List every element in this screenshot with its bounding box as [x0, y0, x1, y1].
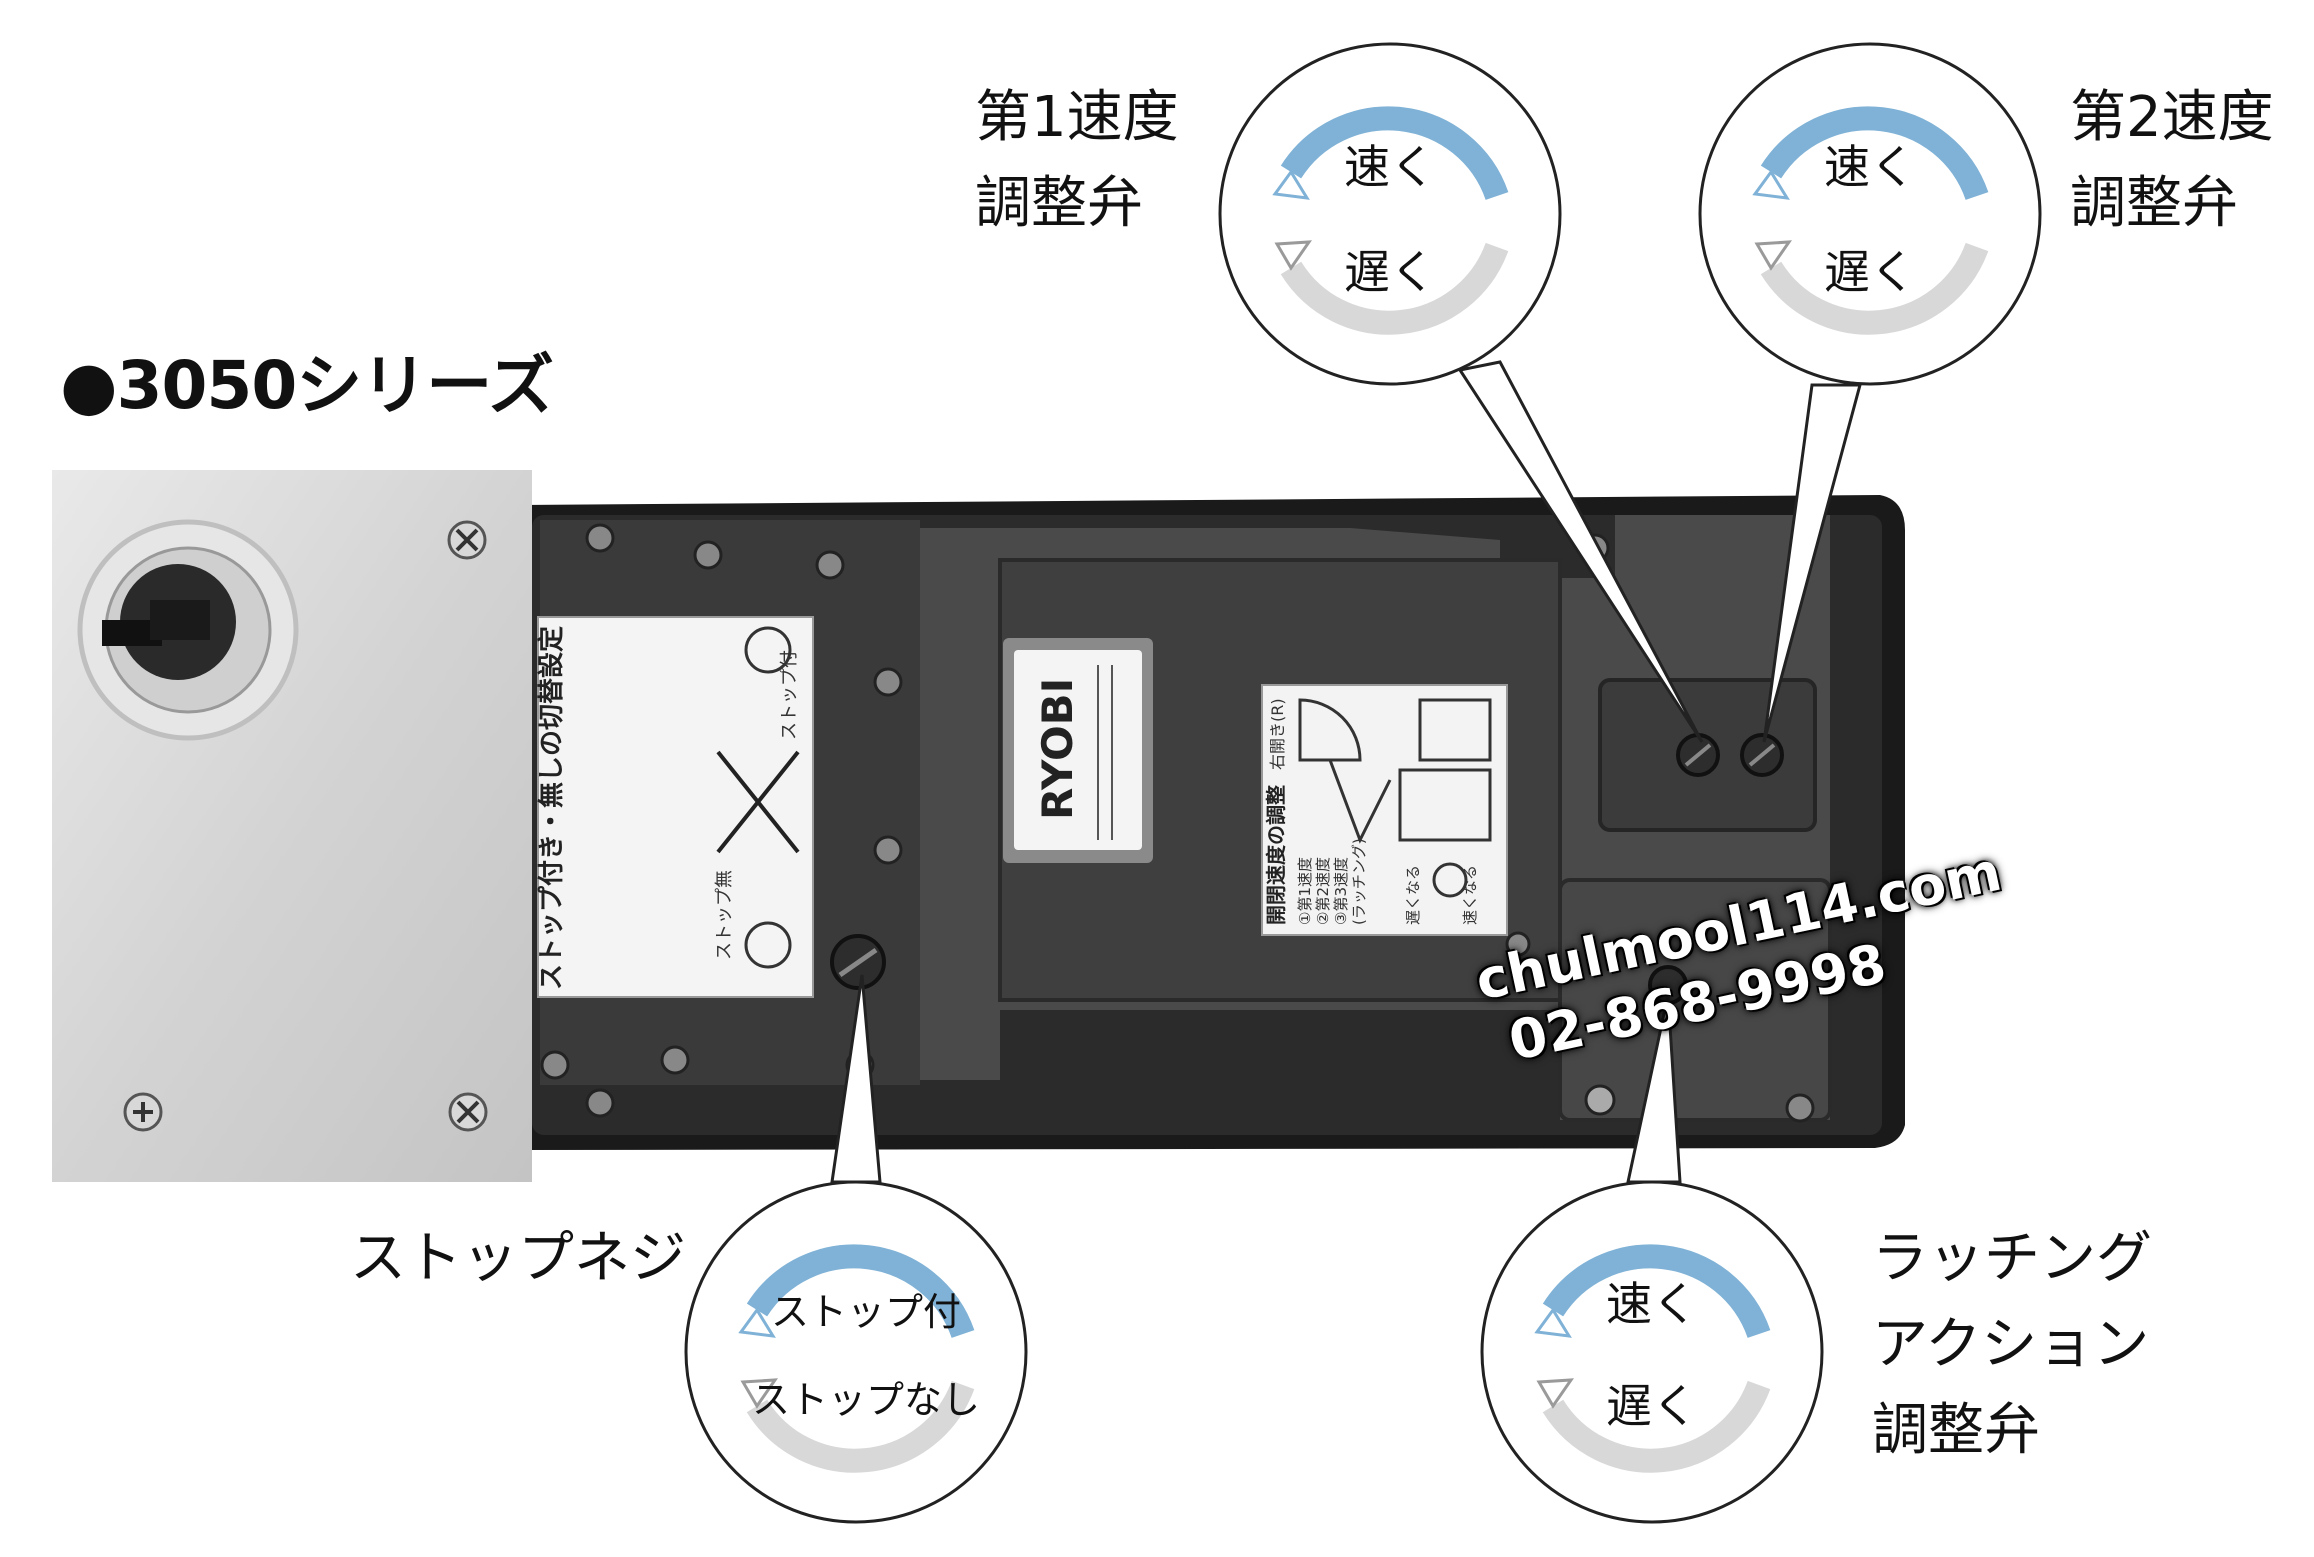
callout-latching-line1: ラッチング — [1872, 1226, 2152, 1291]
arrow-slow-icon — [1760, 242, 1989, 335]
brand-logo: RYOBI — [1033, 678, 1082, 820]
arrow-stop-on-icon — [746, 1244, 975, 1339]
screw-icon — [448, 1092, 488, 1132]
speed-label-side: 右開き(R) — [1268, 698, 1287, 770]
dial-speed2-bottom: 遅く — [1824, 245, 1916, 299]
callout-speed2: 第2速度 調整弁 — [2070, 75, 2274, 247]
series-title: ●3050シリーズ — [60, 347, 554, 424]
arrow-slow-icon — [1542, 1380, 1771, 1473]
silver-plate — [52, 470, 532, 1182]
screw-icon — [447, 520, 487, 560]
valve-speed1 — [1676, 733, 1720, 777]
screw-icon — [123, 1092, 163, 1132]
stop-screw — [830, 934, 886, 990]
callout-latching: ラッチング アクション 調整弁 — [1872, 1216, 2152, 1474]
callout-speed1-line2: 調整弁 — [975, 171, 1143, 236]
speed-label-line4: (ラッチング) — [1350, 838, 1368, 925]
dial-speed1-bottom: 遅く — [1344, 245, 1436, 299]
leader-lines — [830, 360, 1862, 1184]
callout-stop-screw: ストップネジ — [350, 1216, 686, 1302]
dial-speed2-top: 速く — [1824, 140, 1916, 194]
arrow-fast-icon — [1542, 1244, 1771, 1339]
arrow-fast-icon — [1760, 106, 1989, 201]
stop-label-b: ストップ無 — [714, 870, 735, 960]
arrow-stop-off-icon — [746, 1380, 975, 1473]
dial-latching-top: 速く — [1606, 1277, 1698, 1331]
speed-label-slow: 遅くなる — [1404, 865, 1422, 925]
dial-stop-top: ストップ付 — [771, 1290, 961, 1334]
speed-label-title: 開閉速度の調整 — [1264, 785, 1288, 925]
speed-label-line1: ①第1速度 — [1296, 857, 1314, 925]
dial-latching-bottom: 遅く — [1606, 1379, 1698, 1433]
stop-label-a: ストップ付 — [779, 650, 800, 740]
dial-speed2: 速く 遅く — [1698, 42, 2042, 386]
arrow-fast-icon — [1280, 106, 1509, 201]
speed-label: 開閉速度の調整 右開き(R) ①第1速度 ②第2速度 ③第3速度 (ラッチング)… — [1261, 684, 1508, 936]
dial-stop-bottom: ストップなし — [752, 1378, 980, 1422]
callout-latching-line3: 調整弁 — [1872, 1398, 2040, 1463]
stop-label-title: ストップ付き・無しの切替設定 — [536, 626, 567, 990]
dial-speed1-top: 速く — [1344, 140, 1436, 194]
speed-label-line2: ②第2速度 — [1314, 857, 1332, 925]
callout-latching-line2: アクション — [1872, 1312, 2150, 1377]
speed-label-line3: ③第3速度 — [1332, 857, 1350, 925]
dial-stop: ストップ付 ストップなし — [684, 1180, 1028, 1524]
arrow-slow-icon — [1280, 242, 1509, 335]
dial-speed1: 速く 遅く — [1218, 42, 1562, 386]
brand-plate: RYOBI — [1003, 638, 1153, 863]
callout-stop-screw-line1: ストップネジ — [350, 1226, 686, 1291]
stop-switch-label: ストップ付き・無しの切替設定 ストップ付 ストップ無 — [536, 616, 814, 998]
callout-speed2-line2: 調整弁 — [2070, 171, 2238, 236]
callout-speed2-line1: 第2速度 — [2070, 85, 2274, 150]
callout-speed1: 第1速度 調整弁 — [975, 75, 1179, 247]
dial-latching: 速く 遅く — [1480, 1180, 1824, 1524]
valve-speed2 — [1740, 733, 1784, 777]
callout-speed1-line1: 第1速度 — [975, 85, 1179, 150]
